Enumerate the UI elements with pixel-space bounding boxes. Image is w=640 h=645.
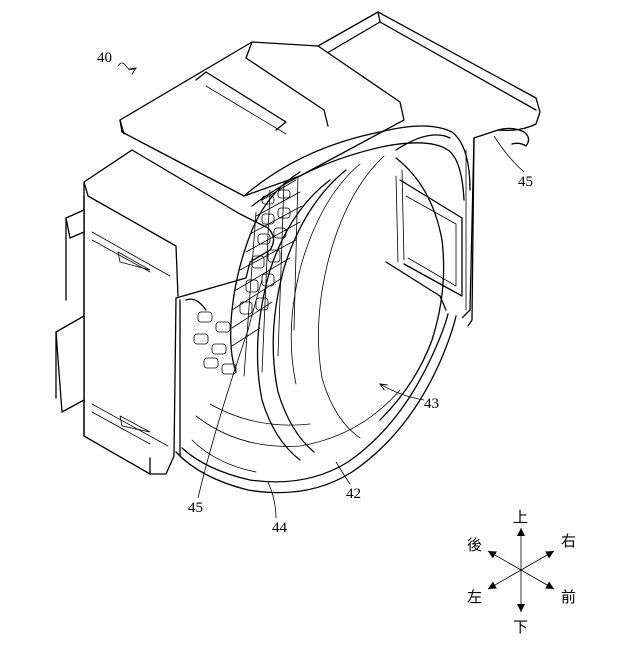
ref-label-43: 43 [424,396,439,412]
compass-label-down: 下 [513,618,528,636]
compass-arrow-left [488,570,521,589]
compass-label-left: 左 [467,588,482,606]
ref-label-40: 40 [97,50,112,66]
ref-leader-40 [118,63,136,70]
compass-arrow-front [521,570,554,589]
ref-label-42: 42 [346,486,361,502]
direction-compass: 上 下 後 前 右 左 [467,508,576,636]
housing-body [56,12,540,474]
ref-label-44: 44 [272,520,288,536]
compass-label-rear: 後 [467,536,482,554]
ref-leader-43 [380,384,424,400]
compass-label-front: 前 [561,588,576,606]
compass-label-up: 上 [513,508,528,526]
compass-arrow-rear [488,551,521,570]
compass-label-right: 右 [561,532,576,550]
ref-label-45-right: 45 [518,174,533,190]
ref-label-45-bottom: 45 [188,500,203,516]
compass-arrow-right [521,551,554,570]
ref-leader-45-right [494,136,524,172]
ref-leader-44 [268,482,276,518]
